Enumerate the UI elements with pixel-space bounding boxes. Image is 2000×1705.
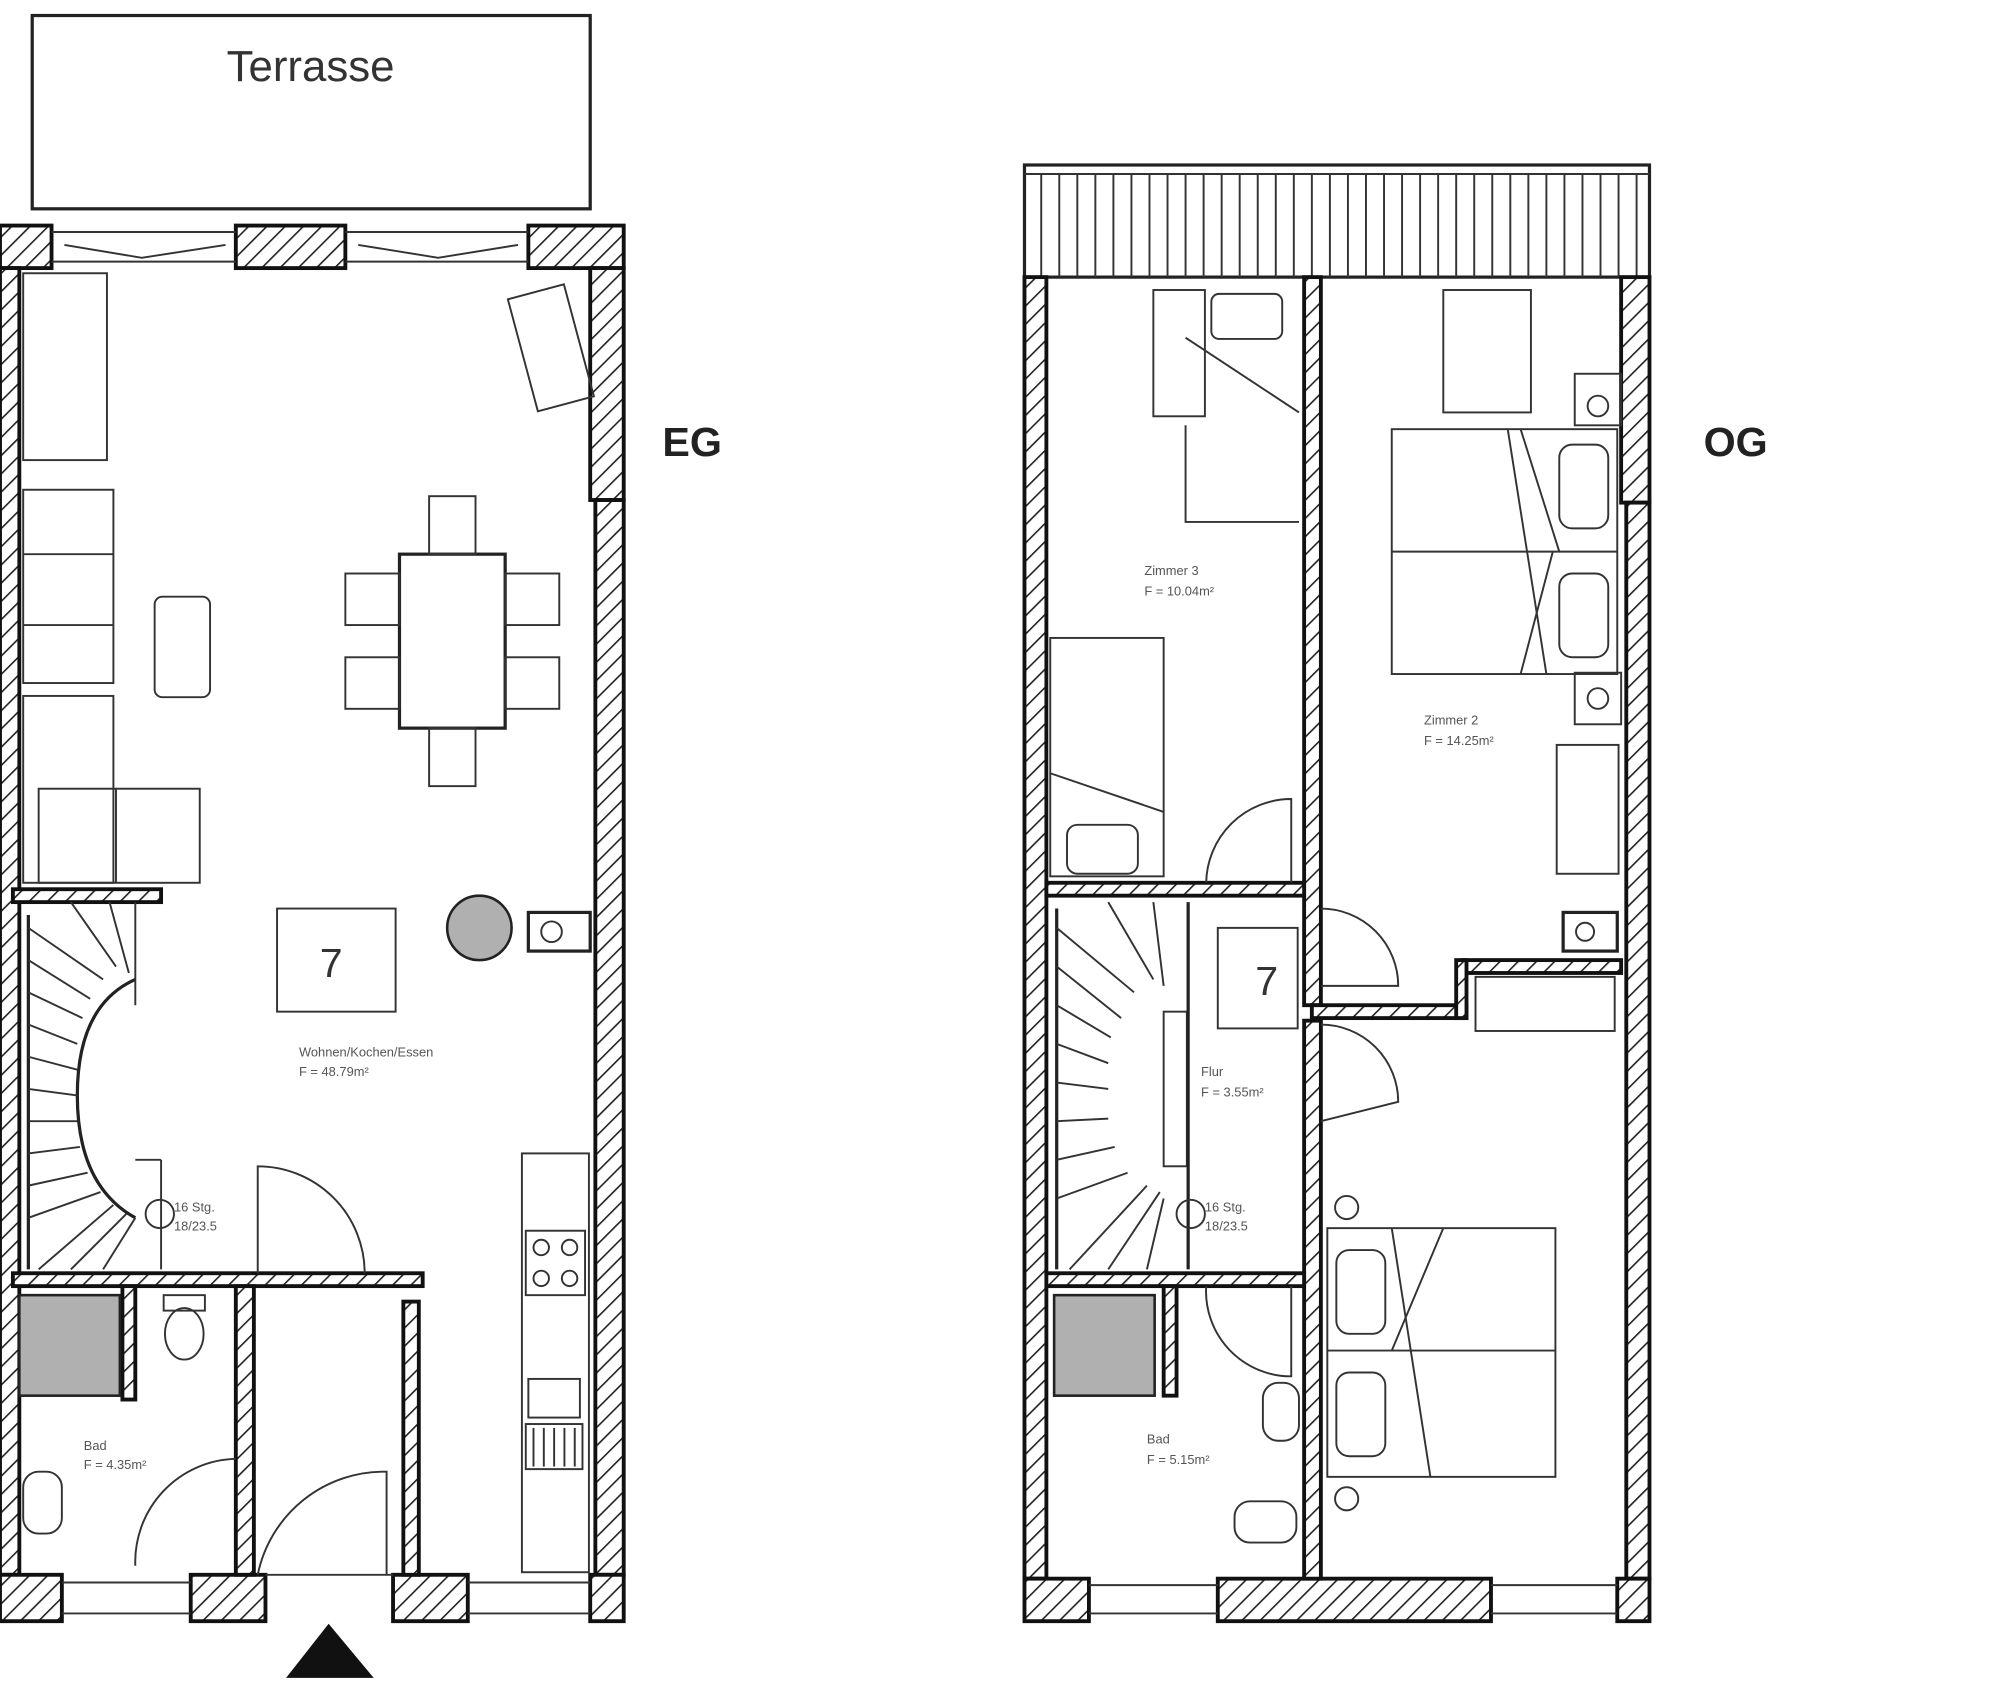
eg-room-name-bath: Bad: [84, 1438, 107, 1453]
upper-floor-plan: 7 16 Stg. 18/23.5 Zimmer 3 F = 1: [1022, 163, 1768, 1624]
eg-unit-number: 7: [320, 940, 343, 986]
og-staircase: 16 Stg. 18/23.5: [1055, 901, 1248, 1271]
sofa: [22, 488, 212, 884]
og-room-name-bath: Bad: [1147, 1431, 1170, 1446]
ground-floor-plan: 7 16 Stg. 18/23.5: [0, 223, 722, 1678]
og-unit-number: 7: [1255, 958, 1278, 1004]
terrace-label: Terrasse: [227, 42, 395, 91]
eg-stair-note-1: 16 Stg.: [174, 1199, 215, 1214]
og-room-name-flur: Flur: [1201, 1064, 1224, 1079]
og-room-name-zimmer2: Zimmer 2: [1424, 712, 1478, 727]
og-room-area-bath: F = 5.15m²: [1147, 1452, 1210, 1467]
eg-room-area-living: F = 48.79m²: [299, 1064, 369, 1079]
og-room-name-zimmer3: Zimmer 3: [1144, 563, 1198, 578]
balcony-railing: [1022, 163, 1652, 279]
entrance-arrow-icon: [286, 1623, 374, 1678]
eg-staircase: 16 Stg. 18/23.5: [26, 901, 217, 1271]
eg-room-area-bath: F = 4.35m²: [84, 1457, 147, 1472]
og-room-area-zimmer3: F = 10.04m²: [1144, 583, 1214, 598]
og-room-area-flur: F = 3.55m²: [1201, 1085, 1264, 1100]
eg-floor-label: EG: [662, 419, 722, 465]
og-stair-note-1: 16 Stg.: [1205, 1199, 1246, 1214]
og-room-area-zimmer2: F = 14.25m²: [1424, 733, 1494, 748]
eg-stair-note-2: 18/23.5: [174, 1219, 217, 1234]
terrace: Terrasse: [30, 13, 592, 211]
dining-table: [344, 495, 561, 788]
og-floor-label: OG: [1704, 419, 1768, 465]
eg-room-name-living: Wohnen/Kochen/Essen: [299, 1045, 433, 1060]
og-stair-note-2: 18/23.5: [1205, 1219, 1248, 1234]
